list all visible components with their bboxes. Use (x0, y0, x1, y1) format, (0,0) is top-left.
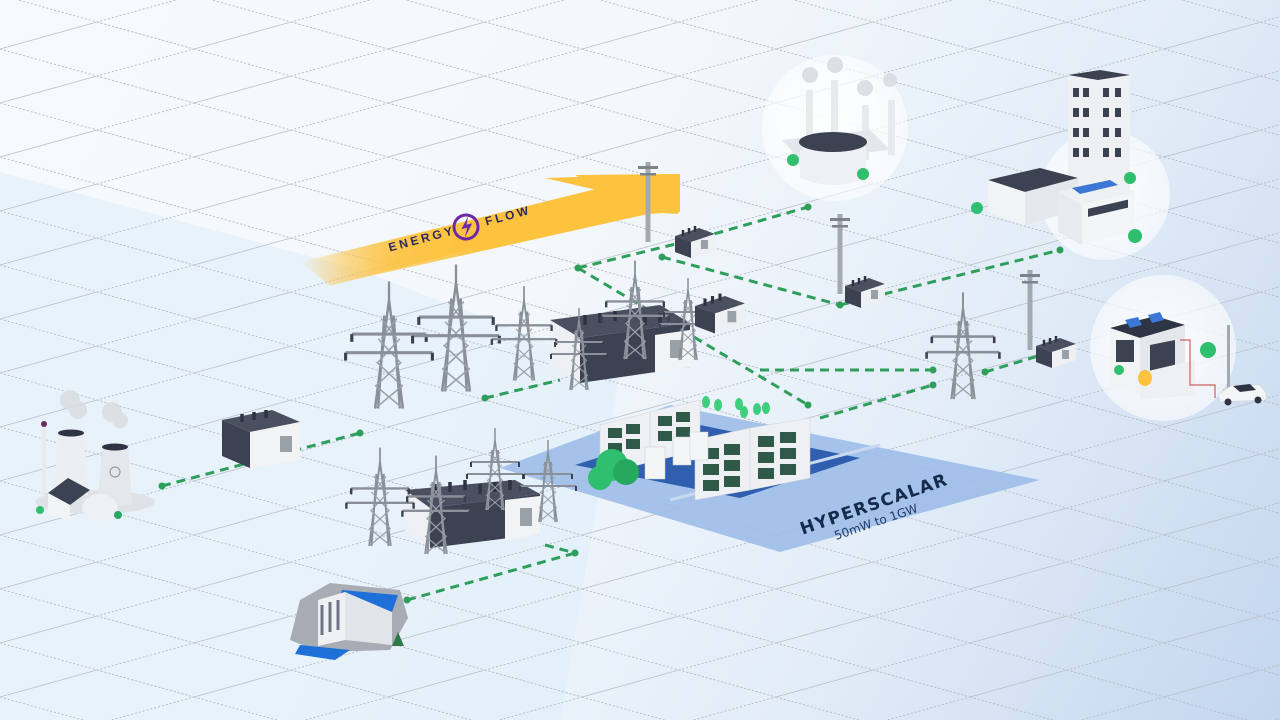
transformer-icon (222, 410, 300, 468)
office-buildings-icon (971, 70, 1170, 260)
solar-home-icon (1090, 275, 1267, 421)
industrial-plant-icon (762, 55, 908, 201)
tree-icon (588, 449, 639, 490)
hydro-dam-icon (290, 583, 408, 660)
data-center-icon (588, 396, 811, 501)
lightning-bolt-icon (452, 213, 480, 241)
nuclear-plant-icon (35, 390, 155, 522)
